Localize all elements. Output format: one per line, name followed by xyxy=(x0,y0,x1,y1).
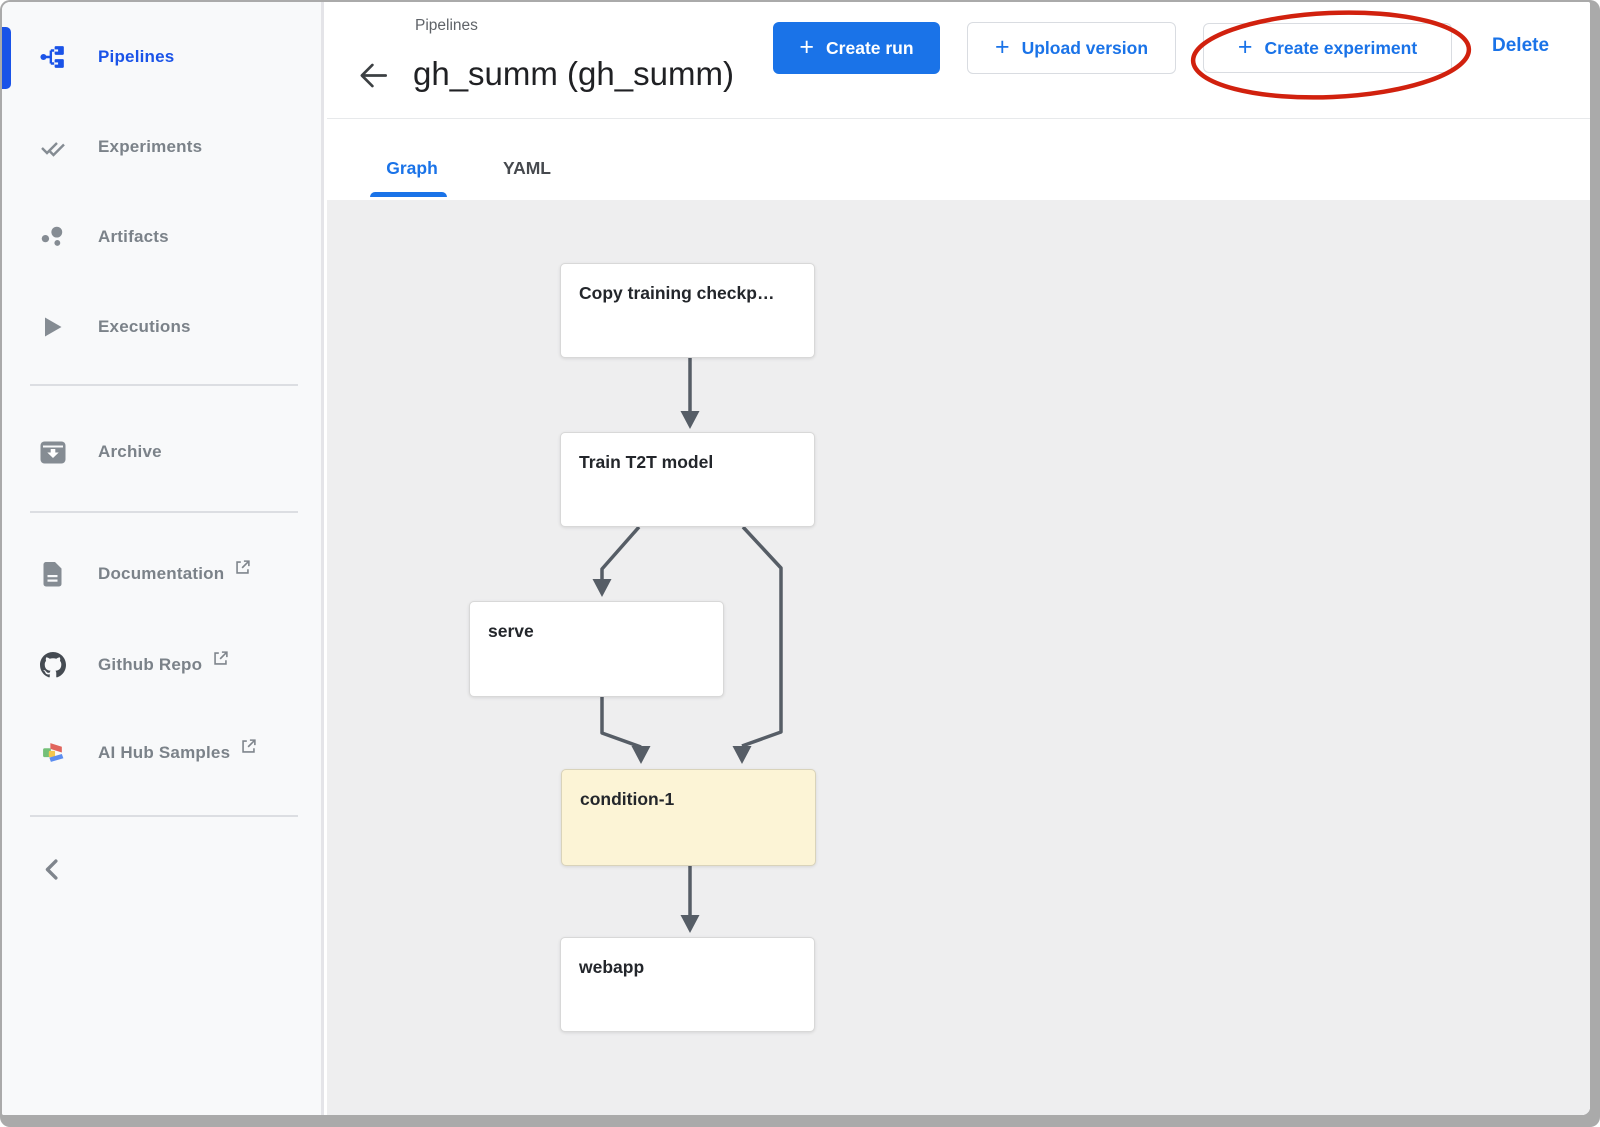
external-link-icon xyxy=(213,650,228,671)
sidebar-item-experiments[interactable]: Experiments xyxy=(2,127,321,167)
sidebar-item-ai-hub-samples[interactable]: AI Hub Samples xyxy=(2,733,321,773)
pipelines-icon xyxy=(40,44,66,70)
sidebar-collapse-button[interactable] xyxy=(34,854,70,890)
plus-icon: + xyxy=(994,32,1010,61)
main-content: Pipelines gh_summ (gh_summ) + Create run… xyxy=(327,2,1590,1115)
artifacts-icon xyxy=(40,224,66,250)
external-link-icon xyxy=(235,559,250,580)
graph-node-webapp[interactable]: webapp xyxy=(560,937,815,1032)
sidebar-item-label: Archive xyxy=(98,442,162,461)
back-arrow-icon xyxy=(358,60,389,96)
graph-node-train-t2t-model[interactable]: Train T2T model xyxy=(560,432,815,527)
upload-version-label: Upload version xyxy=(1021,37,1149,58)
sidebar-item-label: AI Hub Samples xyxy=(98,743,231,762)
sidebar-item-executions[interactable]: Executions xyxy=(2,307,321,347)
breadcrumb: Pipelines xyxy=(415,17,478,34)
sidebar-item-label: Experiments xyxy=(98,137,203,156)
sidebar-item-archive[interactable]: Archive xyxy=(2,432,321,472)
tab-graph[interactable]: Graph xyxy=(386,158,438,178)
tab-yaml[interactable]: YAML xyxy=(503,158,551,178)
chevron-left-icon xyxy=(39,856,66,888)
header-divider xyxy=(327,118,1590,119)
executions-icon xyxy=(40,314,66,340)
sidebar-item-artifacts[interactable]: Artifacts xyxy=(2,217,321,257)
sidebar-item-label: Executions xyxy=(98,317,191,336)
sidebar-item-label: Pipelines xyxy=(98,47,175,66)
active-indicator xyxy=(2,27,11,89)
back-button[interactable] xyxy=(356,61,390,95)
sidebar-item-label: Github Repo xyxy=(98,655,203,674)
document-icon xyxy=(40,561,66,587)
plus-icon: + xyxy=(799,32,815,61)
sidebar-item-label: Documentation xyxy=(98,564,225,583)
experiments-icon xyxy=(40,134,66,160)
sidebar-item-label: Artifacts xyxy=(98,227,169,246)
sidebar-divider xyxy=(30,384,298,386)
create-experiment-button[interactable]: + Create experiment xyxy=(1203,23,1452,73)
upload-version-button[interactable]: + Upload version xyxy=(967,22,1176,74)
delete-button[interactable]: Delete xyxy=(1492,35,1550,56)
graph-edges xyxy=(592,358,783,933)
github-icon xyxy=(40,652,66,678)
plus-icon: + xyxy=(1237,32,1253,61)
sidebar: Pipelines Experiments Artifacts Executio… xyxy=(2,2,324,1115)
sidebar-item-documentation[interactable]: Documentation xyxy=(2,554,321,594)
sidebar-item-pipelines[interactable]: Pipelines xyxy=(2,37,321,77)
graph-node-copy-training-checkpoint[interactable]: Copy training checkp… xyxy=(560,263,815,358)
archive-icon xyxy=(40,439,66,465)
create-run-label: Create run xyxy=(826,37,914,58)
ai-hub-icon xyxy=(40,740,66,766)
page-title: gh_summ (gh_summ) xyxy=(413,55,734,92)
active-tab-underline xyxy=(370,192,447,197)
sidebar-item-github-repo[interactable]: Github Repo xyxy=(2,645,321,685)
graph-node-serve[interactable]: serve xyxy=(469,601,724,697)
sidebar-divider xyxy=(30,815,298,817)
pipeline-graph-canvas[interactable]: Copy training checkp… Train T2T model se… xyxy=(327,200,1590,1115)
create-experiment-label: Create experiment xyxy=(1264,37,1418,58)
external-link-icon xyxy=(241,738,256,759)
graph-node-condition-1[interactable]: condition-1 xyxy=(561,769,816,866)
create-run-button[interactable]: + Create run xyxy=(773,22,940,74)
sidebar-divider xyxy=(30,511,298,513)
